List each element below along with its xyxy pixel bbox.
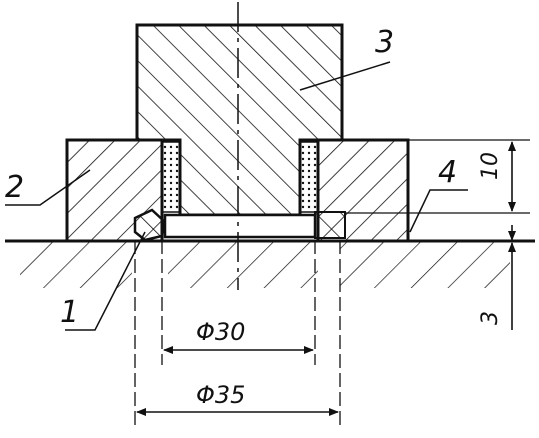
part-4-plate xyxy=(163,211,346,239)
label-part-4: 4 xyxy=(438,155,457,190)
leader-1 xyxy=(65,231,146,331)
label-part-1: 1 xyxy=(60,295,79,330)
dim-label-35: Φ35 xyxy=(196,381,245,409)
leader-2 xyxy=(5,169,91,206)
ground-hatching xyxy=(20,242,510,288)
dim-label-10: 10 xyxy=(478,152,503,180)
left-dotted-layer xyxy=(161,141,181,213)
label-part-3: 3 xyxy=(375,25,394,60)
leader-3 xyxy=(299,61,391,91)
label-part-2: 2 xyxy=(5,170,24,205)
dim-label-30: Φ30 xyxy=(196,318,245,346)
part-1-insert xyxy=(133,208,167,242)
leader-4 xyxy=(409,189,468,233)
right-dotted-layer xyxy=(299,141,319,213)
dim-label-3: 3 xyxy=(478,311,503,325)
